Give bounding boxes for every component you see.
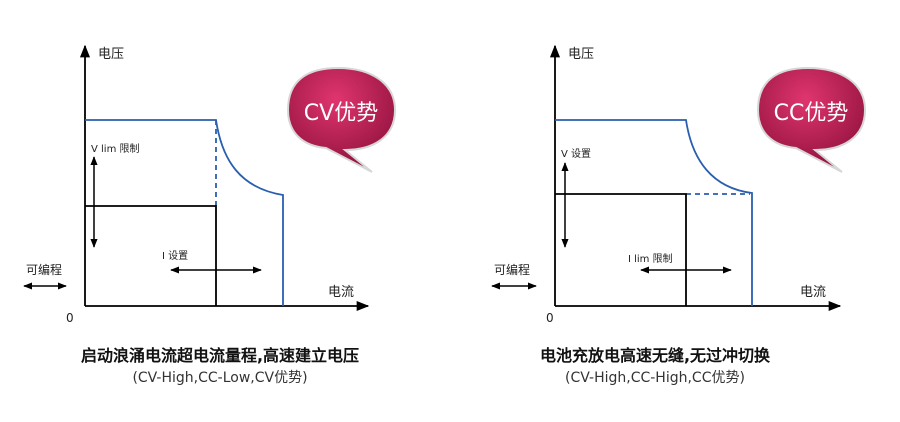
cv-panel: 电压 电流 0 V lim 限制 I 设置 可编程 CV优势: [23, 44, 397, 325]
x-axis-label: 电流: [328, 285, 354, 300]
i-set-label: I 设置: [162, 250, 188, 262]
y-axis-label: 电压: [568, 47, 594, 62]
cv-caption-title: 启动浪涌电流超电流量程,高速建立电压: [80, 346, 360, 365]
cv-operating-region: [85, 205, 217, 306]
x-axis-label: 电流: [800, 285, 826, 300]
cc-operating-region: [555, 193, 687, 306]
origin-label: 0: [546, 311, 554, 325]
cv-badge-text: CV优势: [304, 101, 378, 126]
cv-badge-bubble: CV优势: [286, 66, 397, 173]
y-axis-label: 电压: [98, 47, 124, 62]
v-set-label: V 设置: [561, 148, 591, 160]
cc-caption-subtitle: (CV-High,CC-High,CC优势): [565, 370, 745, 386]
cc-badge-text: CC优势: [774, 101, 849, 126]
cv-characteristic-curve: [85, 119, 284, 306]
programmable-label: 可编程: [494, 262, 530, 277]
cc-caption-title: 电池充放电高速无缝,无过冲切换: [539, 346, 771, 365]
origin-label: 0: [66, 311, 74, 325]
v-lim-label: V lim 限制: [91, 142, 140, 155]
cc-badge-bubble: CC优势: [756, 66, 867, 173]
programmable-label: 可编程: [26, 262, 62, 277]
cc-characteristic-curve: [555, 119, 753, 306]
cc-panel: 电压 电流 0 V 设置 I lim 限制 可编程 CC优势: [491, 44, 867, 325]
cv-caption-subtitle: (CV-High,CC-Low,CV优势): [132, 370, 308, 386]
i-lim-label: I lim 限制: [628, 252, 673, 265]
